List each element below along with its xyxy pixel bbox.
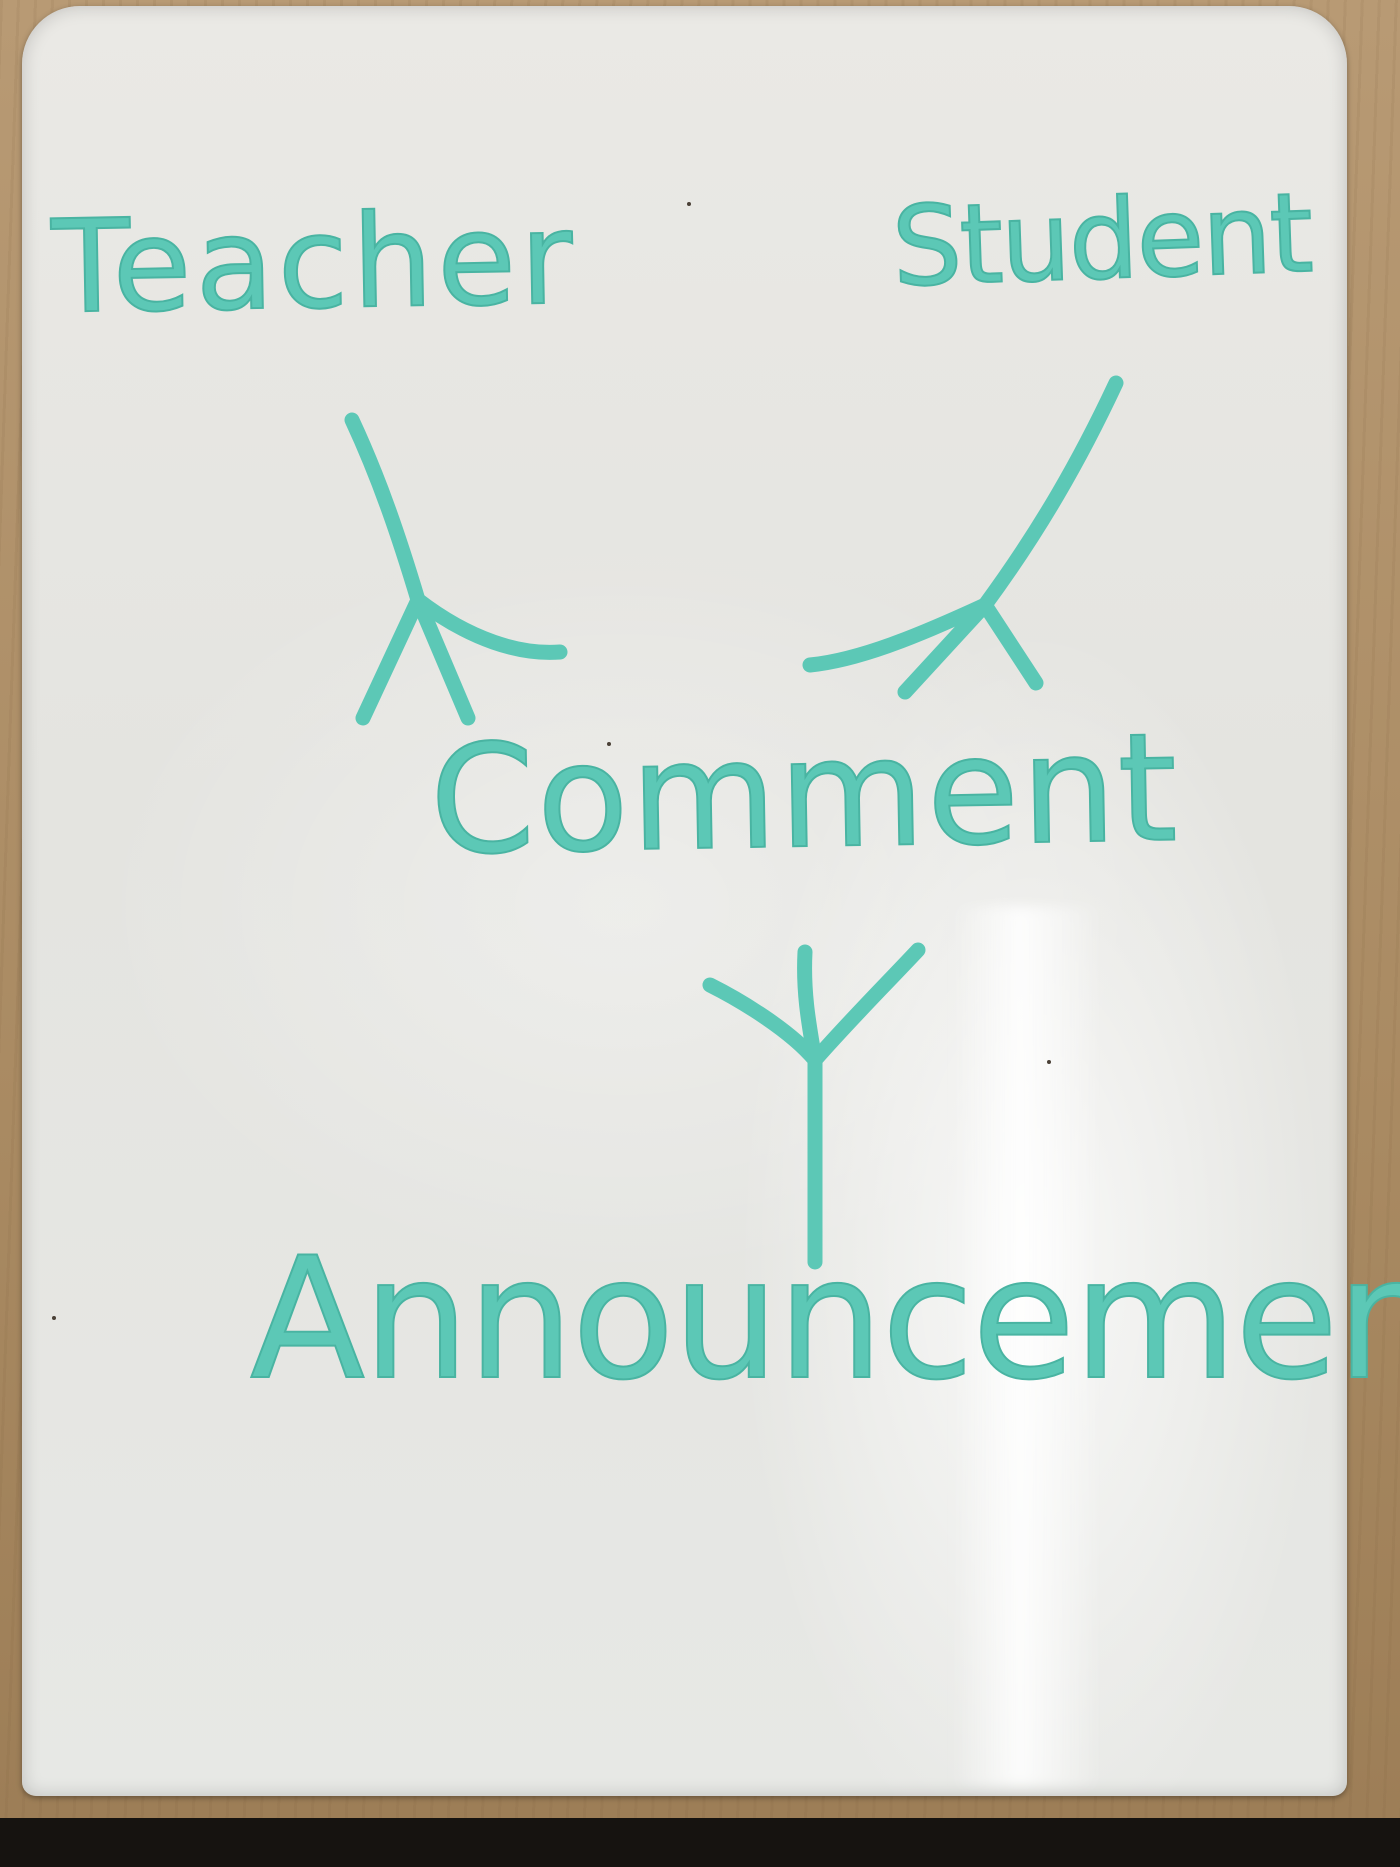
teacher-comment-connector	[344, 412, 568, 726]
teacher-crowfoot-middle	[410, 592, 476, 726]
whiteboard	[22, 6, 1356, 1796]
entity-teacher: Teacher	[50, 183, 579, 343]
student-crowfoot-middle	[897, 597, 993, 700]
student-comment-connector	[802, 375, 1124, 700]
entity-student: Student	[889, 168, 1314, 313]
student-crowfoot-left	[802, 597, 993, 673]
student-comment-line	[977, 375, 1124, 613]
board-speck	[687, 202, 691, 206]
entity-announcement: Announcement	[249, 1221, 1400, 1417]
announcement-crowfoot-middle	[797, 944, 823, 1068]
board-speck	[1352, 1316, 1356, 1320]
board-speck	[52, 1316, 56, 1320]
board-speck	[1047, 1060, 1051, 1064]
teacher-crowfoot-right	[410, 592, 568, 660]
teacher-comment-line	[344, 412, 426, 608]
light-glare	[952, 906, 1102, 1786]
teacher-crowfoot-left	[355, 592, 426, 726]
announcement-comment-connector	[702, 942, 926, 1270]
announcement-crowfoot-right	[807, 942, 926, 1068]
student-crowfoot-right	[977, 597, 1044, 691]
board-speck	[607, 742, 611, 746]
entity-comment: Comment	[428, 700, 1182, 889]
table-edge-shadow	[0, 1818, 1400, 1867]
